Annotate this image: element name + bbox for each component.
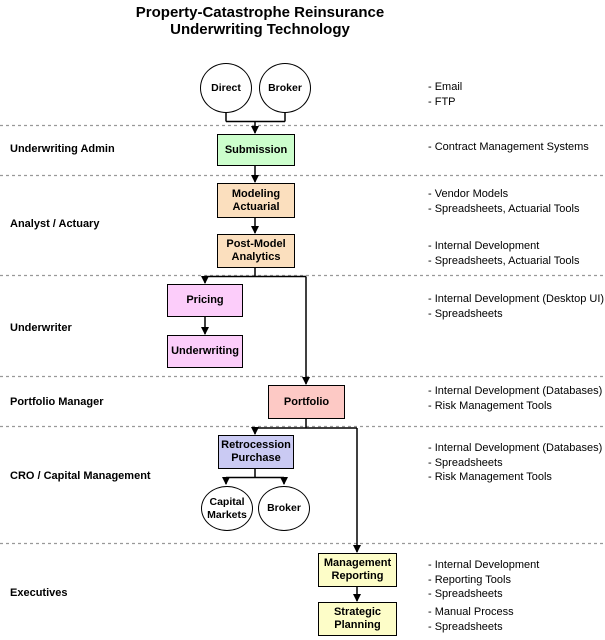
annotation-portfolio-manager: - Internal Development (Databases) - Ris… xyxy=(428,384,602,413)
annotation-line: - Spreadsheets, Actuarial Tools xyxy=(428,254,580,267)
annotation-line: - Manual Process xyxy=(428,606,514,618)
node-modeling-actuarial: Modeling Actuarial xyxy=(217,183,295,218)
annotation-line: - Spreadsheets xyxy=(428,456,503,469)
node-submission: Submission xyxy=(217,134,295,166)
lane-label-portfolio-manager: Portfolio Manager xyxy=(10,396,104,408)
annotation-underwriting-admin: - Contract Management Systems xyxy=(428,140,589,155)
node-management-reporting: Management Reporting xyxy=(318,553,397,587)
annotation-line: - Internal Development (Databases) xyxy=(428,385,603,397)
annotation-line: - Spreadsheets, Actuarial Tools xyxy=(428,202,580,215)
annotation-line: - Internal Development (Desktop UI) xyxy=(428,293,605,305)
flow-connectors xyxy=(201,112,361,602)
node-pricing: Pricing xyxy=(167,284,243,317)
annotation-line: - Risk Management Tools xyxy=(428,471,552,483)
lane-label-executives: Executives xyxy=(10,587,68,599)
node-underwriting: Underwriting xyxy=(167,335,243,368)
annotation-line: - Spreadsheets xyxy=(428,307,503,320)
annotation-line: - Risk Management Tools xyxy=(428,399,552,412)
annotation-line: - Spreadsheets xyxy=(428,620,503,633)
lane-label-analyst-actuary: Analyst / Actuary xyxy=(10,218,100,230)
annotation-underwriter: - Internal Development (Desktop UI) - Sp… xyxy=(428,292,604,321)
annotation-line: - Internal Development (Databases) xyxy=(428,442,603,454)
diagram-title-line1: Property-Catastrophe Reinsurance xyxy=(135,4,385,21)
lane-label-underwriting-admin: Underwriting Admin xyxy=(10,143,115,155)
annotation-management-reporting: - Internal Development - Reporting Tools… xyxy=(428,558,539,602)
annotation-line: - Spreadsheets xyxy=(428,588,503,600)
annotation-line: - Contract Management Systems xyxy=(428,141,589,153)
annotation-cro: - Internal Development (Databases) - Spr… xyxy=(428,441,602,485)
annotation-post-model: - Internal Development - Spreadsheets, A… xyxy=(428,239,579,268)
annotation-line: - FTP xyxy=(428,95,456,108)
annotation-line: - Internal Development xyxy=(428,559,540,571)
annotation-sources: - Email - FTP xyxy=(428,80,462,109)
node-broker-retro: Broker xyxy=(258,486,310,531)
diagram-title: Property-Catastrophe Reinsurance Underwr… xyxy=(0,4,520,38)
annotation-line: - Email xyxy=(428,81,463,93)
annotation-strategic-planning: - Manual Process - Spreadsheets xyxy=(428,605,514,634)
node-strategic-planning: Strategic Planning xyxy=(318,602,397,636)
annotation-modeling: - Vendor Models - Spreadsheets, Actuaria… xyxy=(428,187,579,216)
lane-dividers xyxy=(0,124,605,545)
node-post-model-analytics: Post-Model Analytics xyxy=(217,234,295,268)
annotation-line: - Vendor Models xyxy=(428,188,509,200)
lane-label-cro-capital-management: CRO / Capital Management xyxy=(10,470,151,482)
node-capital-markets: Capital Markets xyxy=(201,486,253,531)
node-retrocession-purchase: Retrocession Purchase xyxy=(218,435,294,469)
node-broker-source: Broker xyxy=(259,63,311,113)
node-portfolio: Portfolio xyxy=(268,385,345,419)
lane-label-underwriter: Underwriter xyxy=(10,322,72,334)
annotation-line: - Internal Development xyxy=(428,240,540,252)
annotation-line: - Reporting Tools xyxy=(428,573,511,586)
node-direct-source: Direct xyxy=(200,63,252,113)
diagram-title-line2: Underwriting Technology xyxy=(170,21,350,38)
